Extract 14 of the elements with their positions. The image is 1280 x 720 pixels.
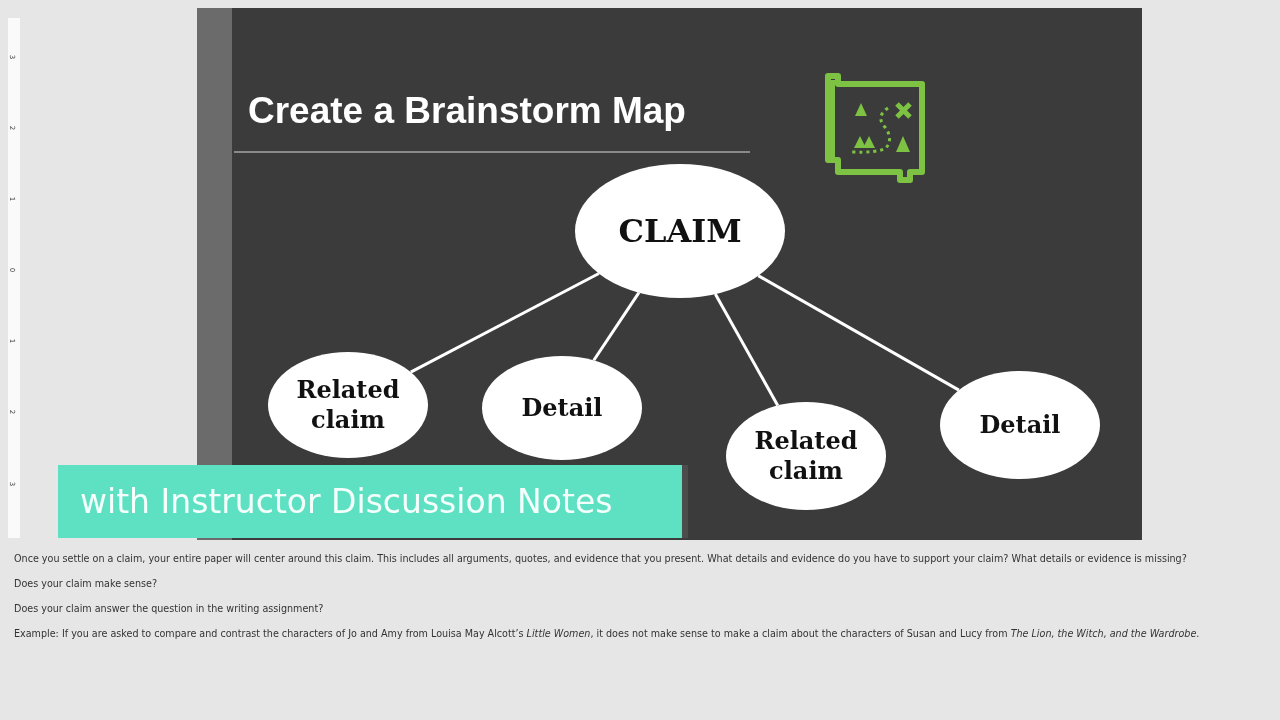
node-text: Detail	[979, 410, 1061, 440]
connector-line	[757, 274, 960, 392]
node-text: CLAIM	[618, 211, 742, 251]
note-text: Does your claim answer the question in the writing assignment?	[14, 603, 324, 614]
slide-title: Create a Brainstorm Map	[248, 90, 686, 132]
connector-line	[410, 272, 600, 374]
node-text: Detail	[521, 393, 603, 423]
note-text: Example: If you are asked to compare and contrast the characters of Jo and Amy from Louisa May Alcott’s Little Women, it does not make sense to make a claim about the characters of Susan and Lucy from The Lion, the Witch, and the Wardrobe.	[14, 628, 1200, 639]
note-text: Once you settle on a claim, your entire paper will center around this claim. This includes all arguments, quotes, and evidence that you present. What details and evidence do you have to support your claim? What details or evidence is missing?	[14, 553, 1187, 564]
connector-line	[714, 293, 779, 407]
node-text: Related claim	[295, 375, 401, 435]
node-text: Related claim	[753, 426, 859, 486]
note-text: Does your claim make sense?	[14, 578, 158, 589]
connector-line	[592, 291, 641, 362]
